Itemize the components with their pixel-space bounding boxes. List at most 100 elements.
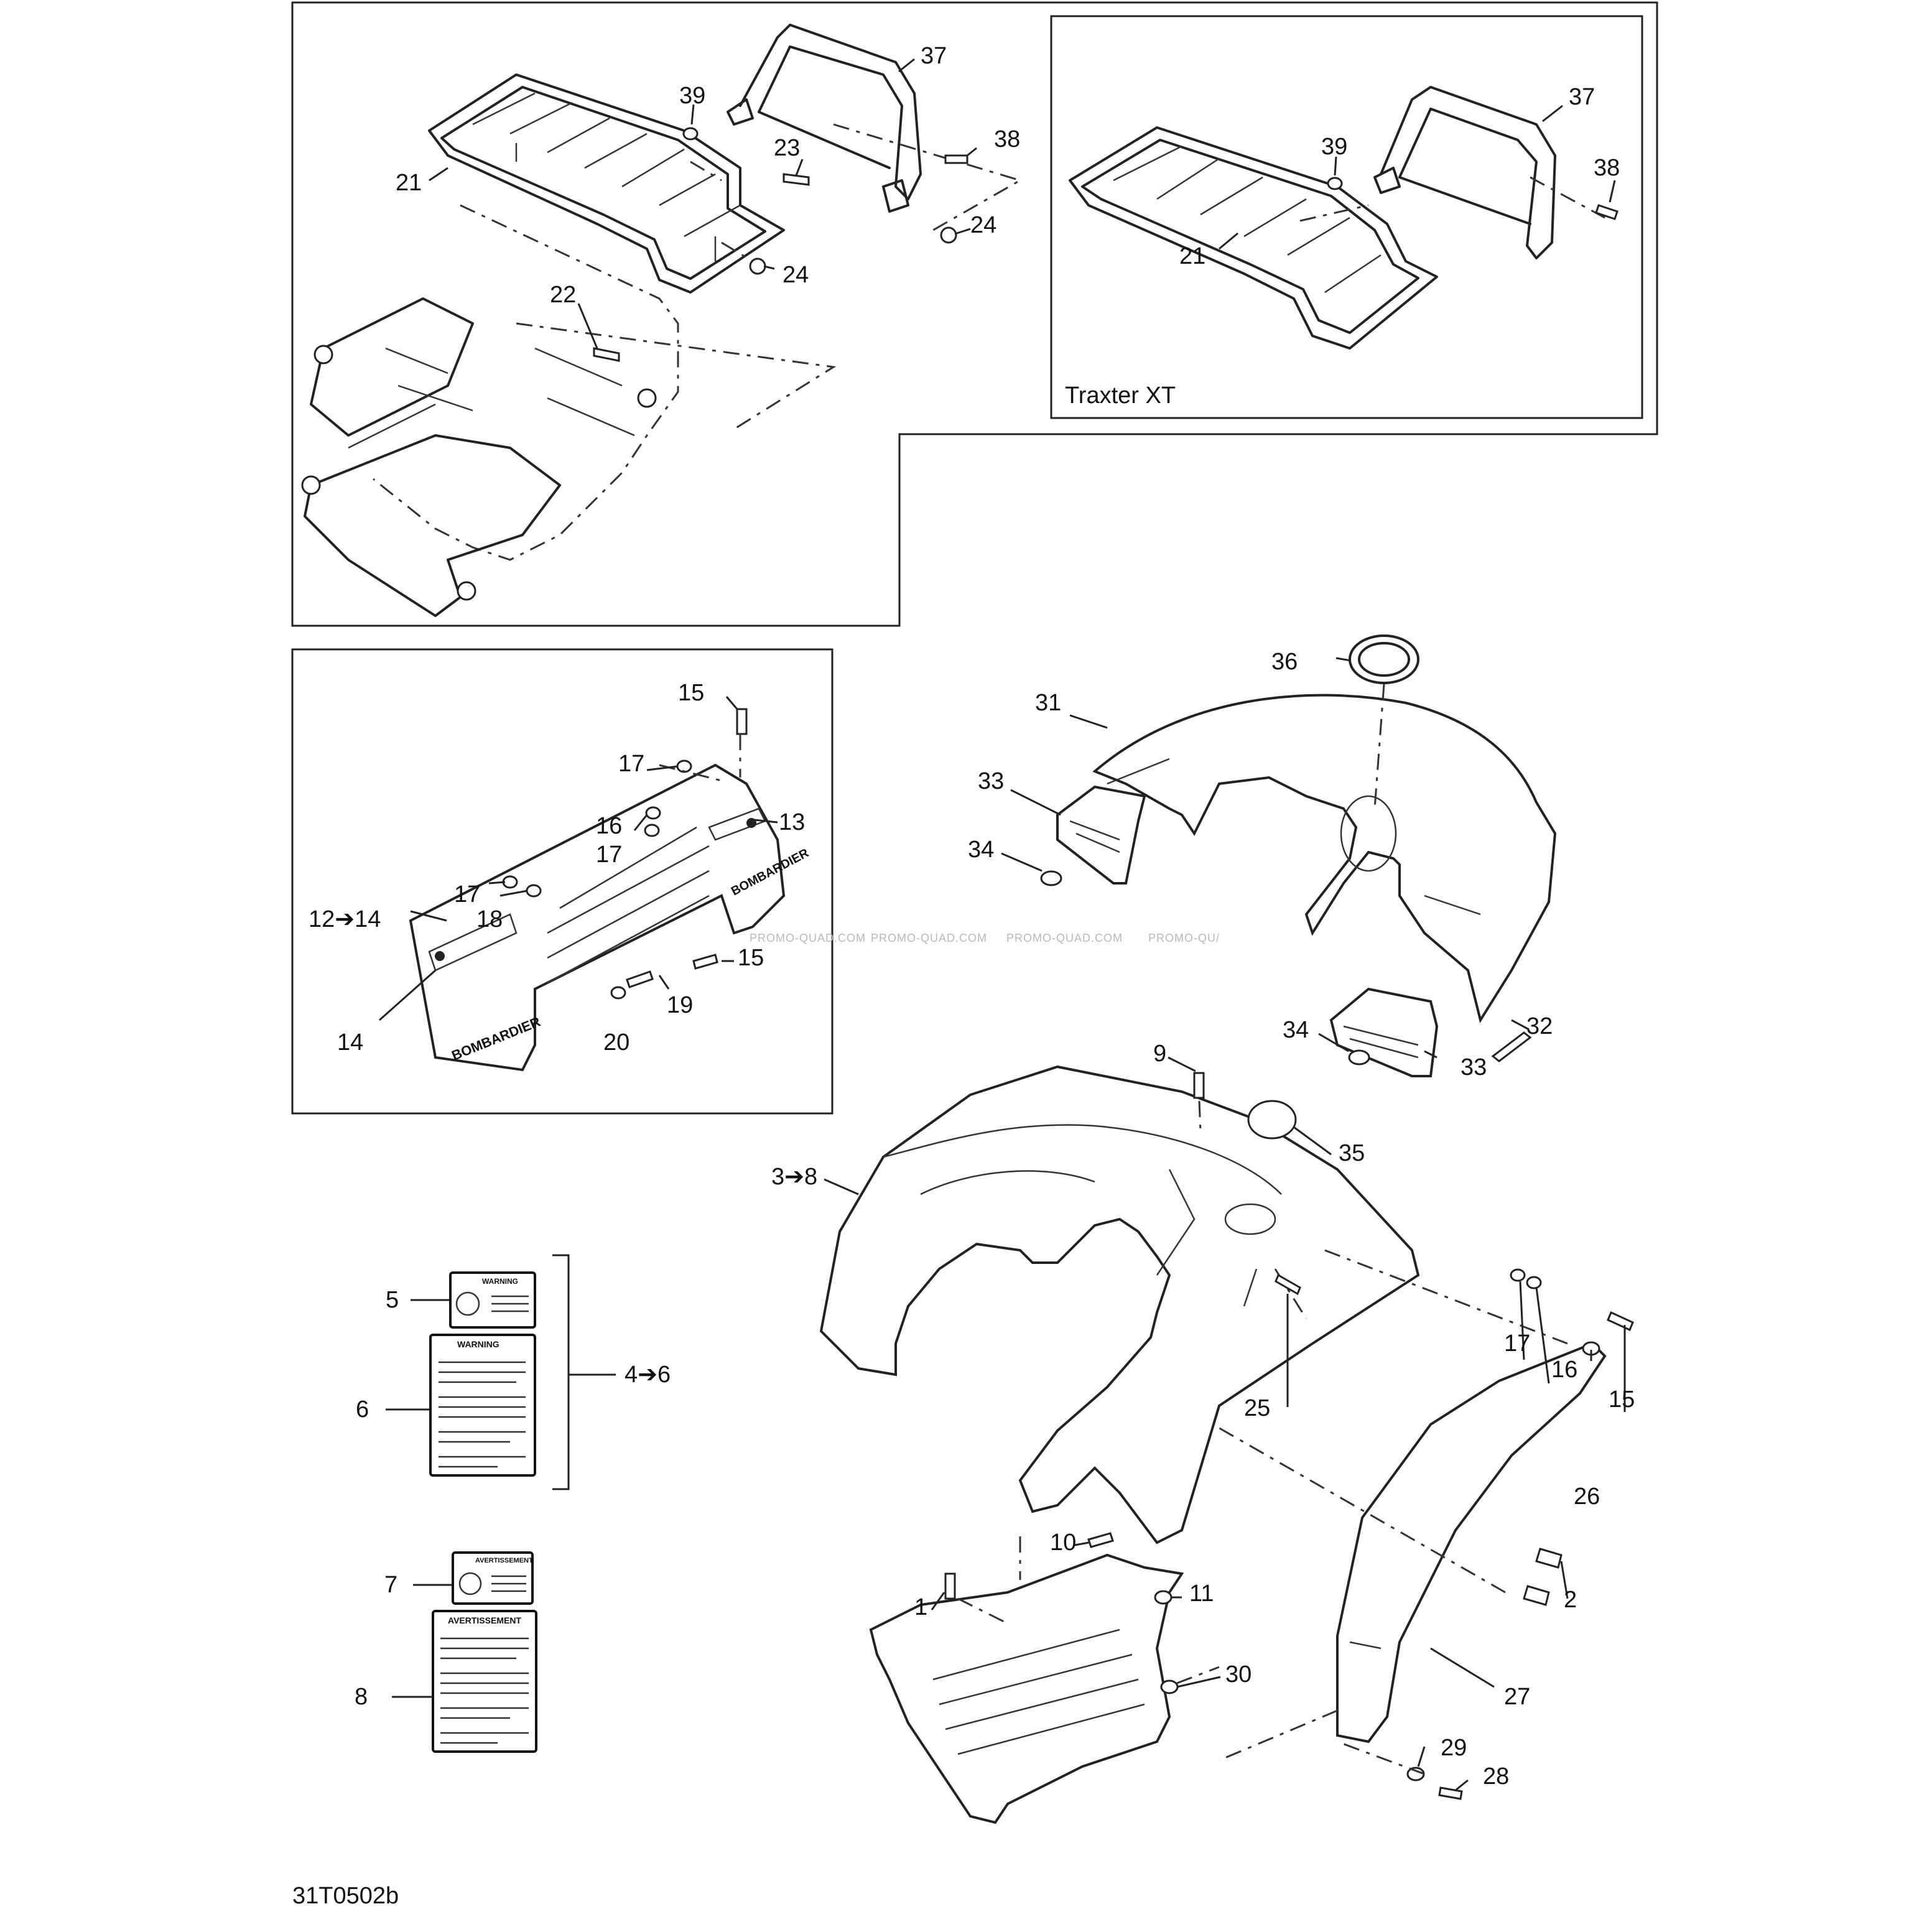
washer-17a: [676, 759, 692, 773]
fuel-cap-ring: [1349, 634, 1419, 684]
callout-17-top: 17: [618, 751, 644, 777]
callout-11: 11: [1189, 1581, 1214, 1607]
screw-15-top: [736, 708, 748, 735]
decal-7-header: AVERTISSEMENT: [475, 1557, 533, 1564]
callout-19: 19: [667, 992, 693, 1018]
decal-8: AVERTISSEMENT: [432, 1610, 537, 1753]
callout-21-xt: 21: [1179, 243, 1205, 269]
callout-39-xt: 39: [1321, 134, 1347, 160]
screw-15c: [1607, 1311, 1634, 1332]
callout-13: 13: [779, 809, 805, 835]
callout-28: 28: [1483, 1763, 1509, 1790]
callout-3-8: 3➔8: [771, 1164, 817, 1190]
watermark-3: PROMO-QUAD.COM: [1006, 932, 1123, 944]
screw-10: [1087, 1532, 1114, 1548]
bumper-dot-left: [435, 951, 445, 961]
drawing-id: 31T0502b: [292, 1883, 399, 1909]
nut-24b: [749, 258, 766, 275]
rear-fender: [819, 1065, 1420, 1544]
callout-15-fender: 15: [1609, 1386, 1635, 1413]
callout-12-14: 12➔14: [309, 906, 381, 932]
frame: [301, 123, 1023, 617]
washer-16b: [1526, 1276, 1542, 1289]
rear-bumper: BOMBARDIER BOMBARDIER: [409, 763, 811, 1072]
watermark: PROMO-QUAD.COM PROMO-QUAD.COM PROMO-QUAD…: [750, 932, 1220, 944]
callout-15-top: 15: [678, 680, 704, 706]
callout-16: 16: [596, 813, 622, 839]
washer-16: [645, 806, 661, 820]
backrest: [727, 24, 922, 213]
callout-21: 21: [396, 170, 422, 196]
callout-22: 22: [550, 282, 576, 308]
callout-7: 7: [384, 1572, 397, 1598]
watermark-1: PROMO-QUAD.COM: [750, 932, 866, 944]
decal-5: WARNING: [449, 1271, 536, 1329]
washer-30: [1160, 1679, 1179, 1694]
callout-26: 26: [1574, 1484, 1600, 1510]
callout-5: 5: [386, 1287, 399, 1313]
callout-9: 9: [1153, 1041, 1166, 1067]
rack-panel-border: [291, 1, 1658, 627]
callout-31: 31: [1035, 690, 1061, 716]
callout-18: 18: [476, 906, 503, 932]
callout-1: 1: [914, 1594, 927, 1620]
rear-cover-group: 36 31 33 34 32 34 33: [968, 634, 1557, 1080]
washer-17b: [644, 824, 660, 837]
callout-33-upper: 33: [978, 768, 1004, 794]
mud-guard-lower: [1329, 987, 1439, 1077]
bolt-38-xt: [1595, 204, 1619, 220]
bumper-panel-border: [291, 648, 834, 1115]
cover-fill-hole: [1340, 795, 1397, 872]
callout-37-xt: 37: [1569, 84, 1595, 110]
inset-border: [1050, 15, 1643, 419]
washer-39: [682, 127, 699, 141]
callout-33-lower: 33: [1461, 1054, 1487, 1080]
washer-20: [610, 986, 626, 1000]
callout-20: 20: [603, 1029, 629, 1056]
traxter-xt-inset: 37 39 38 21 Traxter XT: [1050, 15, 1643, 419]
washer-39-xt: [1327, 177, 1343, 190]
backrest-xt: [1373, 86, 1556, 259]
callout-6: 6: [356, 1396, 369, 1423]
callout-39: 39: [679, 83, 705, 109]
callout-27: 27: [1504, 1684, 1530, 1710]
rack-panel-leaders: [429, 58, 977, 349]
screw-1: [944, 1572, 956, 1600]
callout-35: 35: [1339, 1140, 1365, 1166]
bolt-22: [593, 347, 620, 362]
mud-guard-upper: [1056, 785, 1146, 885]
callout-34-lower: 34: [1283, 1017, 1309, 1043]
callout-29: 29: [1441, 1735, 1467, 1761]
callout-32: 32: [1526, 1013, 1553, 1039]
nut-11: [1154, 1590, 1173, 1605]
nut-24a: [940, 226, 957, 244]
callout-30: 30: [1225, 1661, 1252, 1688]
decals-group: WARNING WARNING AVERTISSEMENT AVERTISSEM…: [355, 1254, 671, 1753]
callout-17-mid: 17: [596, 842, 622, 868]
fender-fill-hole: [1224, 1203, 1276, 1235]
bolt-23: [783, 173, 810, 186]
decal-8-header: AVERTISSEMENT: [448, 1615, 521, 1625]
callout-38: 38: [994, 126, 1020, 152]
callout-37: 37: [921, 43, 947, 69]
decal-6: WARNING: [429, 1334, 536, 1477]
callout-34-upper: 34: [968, 837, 994, 863]
callout-2: 2: [1564, 1587, 1577, 1613]
callout-38-xt: 38: [1594, 155, 1620, 181]
watermark-4: PROMO-QU/: [1148, 932, 1220, 944]
screw-19: [626, 970, 654, 988]
decal-7: AVERTISSEMENT: [452, 1551, 534, 1605]
rear-fender-group: 9 35 3➔8 17 16 15 25 26 2 27 29 28: [771, 1041, 1635, 1800]
callout-25: 25: [1244, 1395, 1270, 1421]
push-rivet-2: [1535, 1548, 1563, 1569]
rivet-25: [1275, 1273, 1301, 1296]
callout-15-side: 15: [738, 945, 764, 971]
callout-36: 36: [1271, 649, 1298, 675]
callout-17-fender: 17: [1504, 1331, 1530, 1357]
callout-24-upper: 24: [970, 212, 996, 238]
screw-28: [1438, 1786, 1463, 1800]
callout-24-lower: 24: [783, 262, 809, 288]
fender-extension: [1336, 1342, 1607, 1744]
washer-17c: [502, 875, 518, 889]
